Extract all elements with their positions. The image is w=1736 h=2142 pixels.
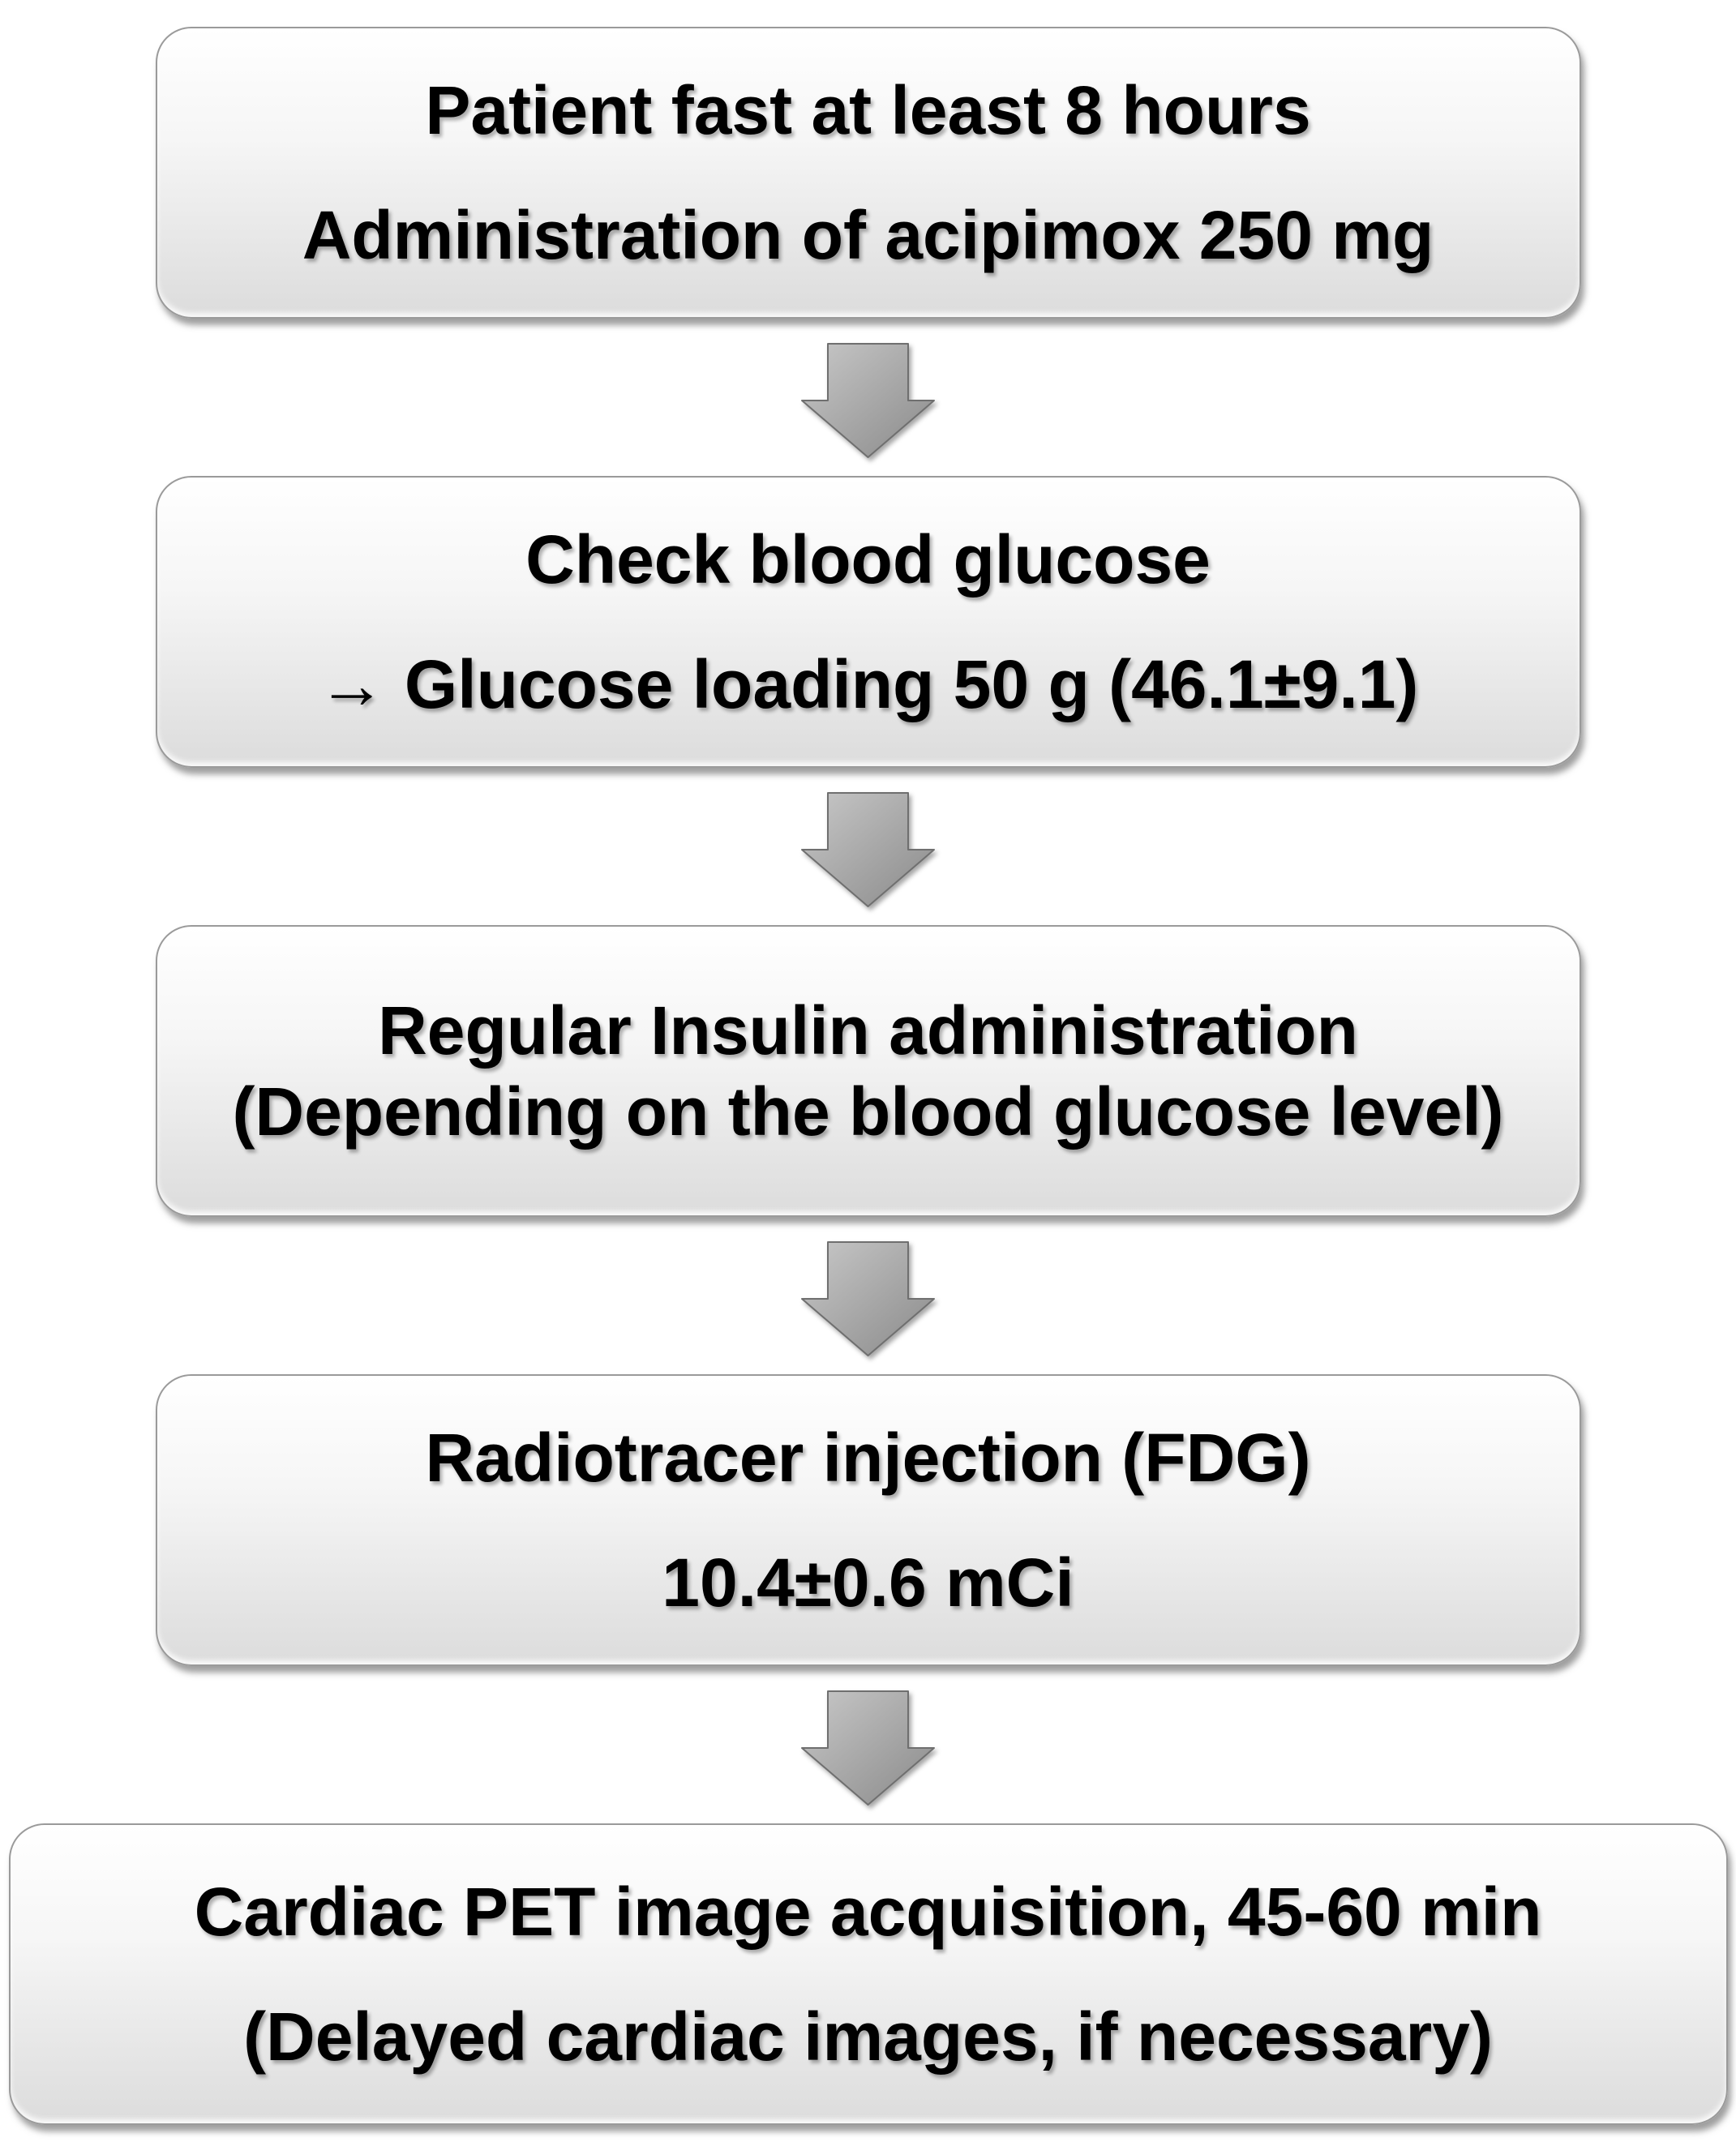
step-5-line-2: (Delayed cardiac images, if necessary) [243, 1998, 1493, 2075]
step-2-line-1: Check blood glucose [525, 521, 1211, 598]
down-block-arrow-icon [801, 1690, 935, 1806]
step-1-line-1: Patient fast at least 8 hours [425, 72, 1311, 148]
step-1-line-2: Administration of acipimox 250 mg [302, 197, 1434, 273]
step-4-line-1: Radiotracer injection (FDG) [425, 1420, 1311, 1496]
step-box-2: Check blood glucose → Glucose loading 50… [155, 476, 1581, 768]
down-block-arrow-icon [801, 1241, 935, 1356]
step-box-4: Radiotracer injection (FDG) 10.4±0.6 mCi [155, 1374, 1581, 1666]
step-box-3: Regular Insulin administration (Dependin… [155, 925, 1581, 1217]
step-4-line-2: 10.4±0.6 mCi [662, 1544, 1074, 1621]
step-box-5: Cardiac PET image acquisition, 45-60 min… [8, 1823, 1728, 2125]
down-block-arrow-icon [801, 792, 935, 907]
step-3-line-2: (Depending on the blood glucose level) [232, 1073, 1504, 1150]
down-block-arrow-icon [801, 343, 935, 458]
step-3-line-1: Regular Insulin administration [378, 992, 1358, 1069]
step-5-line-1: Cardiac PET image acquisition, 45-60 min [194, 1874, 1542, 1950]
step-2-line-2: → Glucose loading 50 g (46.1±9.1) [317, 646, 1419, 722]
step-box-1: Patient fast at least 8 hours Administra… [155, 27, 1581, 319]
